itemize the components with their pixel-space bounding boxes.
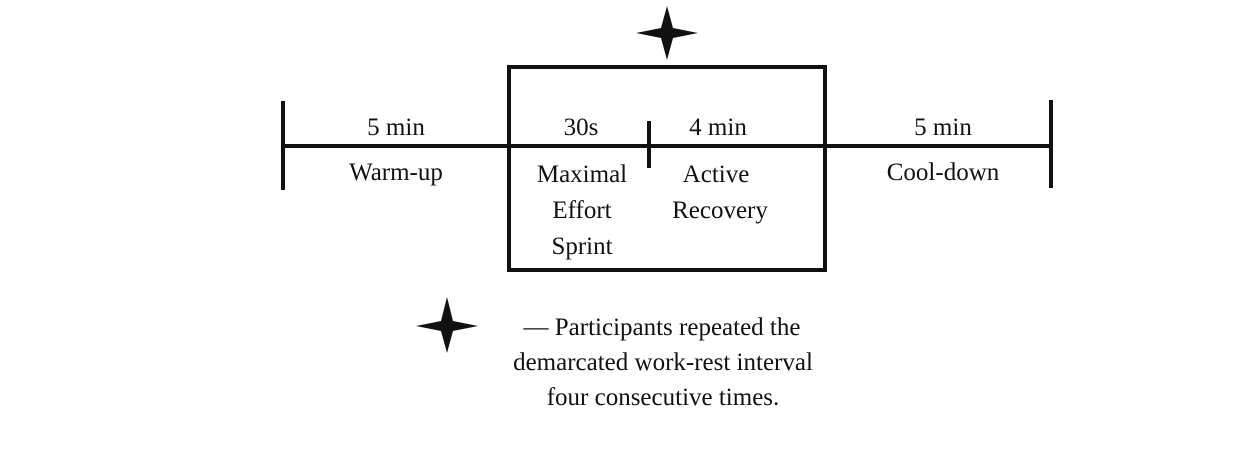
recovery-label-line-2: Recovery bbox=[672, 197, 768, 224]
cooldown-label: Cool-down bbox=[887, 159, 1000, 186]
repeat-star-icon bbox=[636, 6, 698, 60]
legend-line-1: — Participants repeated the bbox=[523, 314, 801, 341]
warmup-label: Warm-up bbox=[349, 159, 443, 186]
sprint-duration: 30s bbox=[564, 114, 599, 141]
legend-star-icon bbox=[416, 297, 478, 353]
legend-line-3: four consecutive times. bbox=[547, 384, 780, 411]
sprint-label-line-2: Effort bbox=[552, 197, 611, 224]
sprint-label-line-3: Sprint bbox=[551, 233, 612, 260]
recovery-duration: 4 min bbox=[689, 114, 747, 141]
recovery-label-line-1: Active bbox=[683, 161, 750, 188]
warmup-duration: 5 min bbox=[367, 114, 425, 141]
sprint-label-line-1: Maximal bbox=[537, 161, 627, 188]
cooldown-duration: 5 min bbox=[914, 114, 972, 141]
legend-line-2: demarcated work-rest interval bbox=[513, 349, 813, 376]
work-rest-interval-box bbox=[507, 65, 827, 272]
